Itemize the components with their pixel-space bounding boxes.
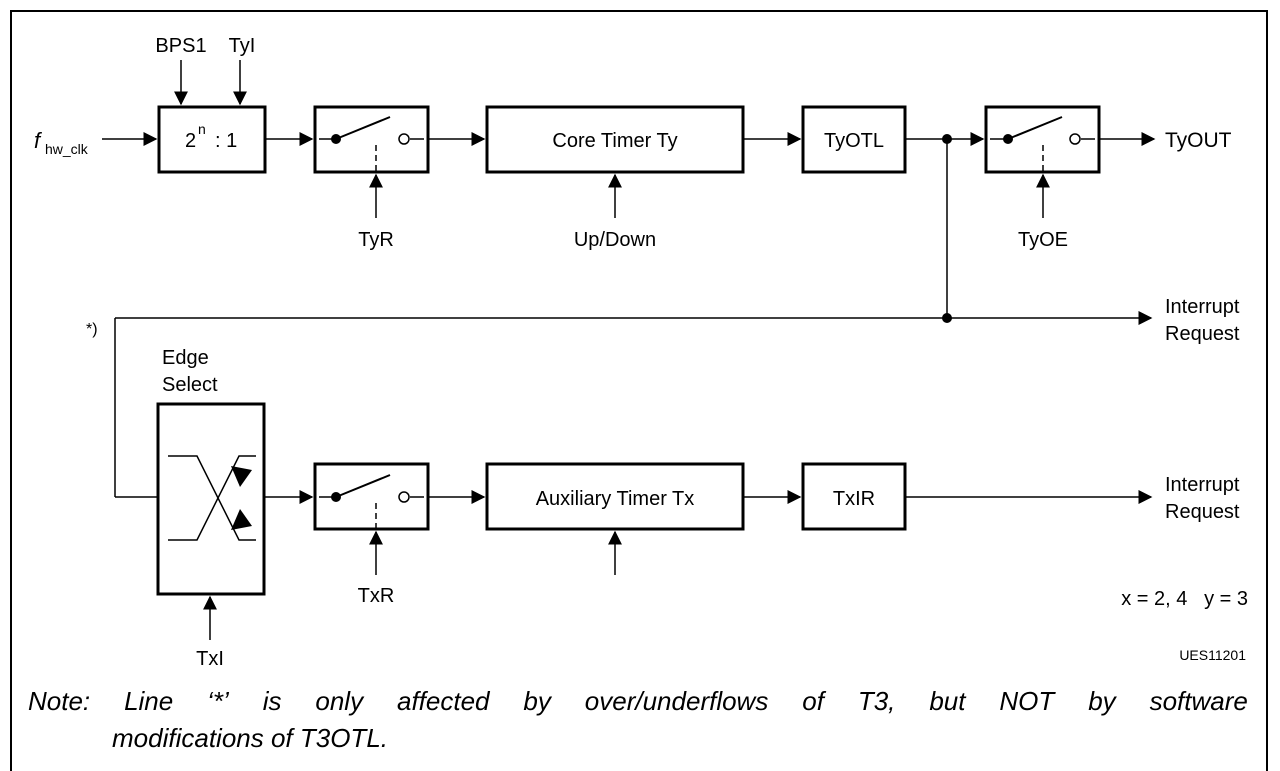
switch3-contact [398, 491, 410, 503]
txir-label: TxIR [833, 488, 875, 510]
edge-select-rising-arrow [231, 466, 252, 487]
note-line2: modifications of T3OTL. [112, 723, 388, 753]
note-word: software [1149, 686, 1248, 716]
core-timer-label: Core Timer Ty [552, 130, 677, 152]
fhw-clk-subscript: hw_clk [45, 141, 89, 157]
fhw-clk-f: f [34, 128, 43, 153]
figure-id: UES11201 [1179, 647, 1246, 663]
bps1-label: BPS1 [155, 35, 206, 57]
aux-timer-label: Auxiliary Timer Tx [536, 488, 695, 510]
edge-select-box [156, 402, 266, 596]
note-word: affected [397, 686, 490, 716]
prescaler-box [157, 105, 267, 174]
switch3-blade [335, 474, 391, 498]
note-word: by [1088, 686, 1116, 716]
junction-dot-interrupt [942, 313, 952, 323]
edge-select-label-line2: Select [162, 374, 218, 396]
note-word: ‘*’ [207, 686, 229, 716]
note-word: Note: [28, 686, 91, 716]
edge-select-falling-arrow [231, 509, 252, 530]
tyr-label: TyR [358, 229, 394, 251]
prescaler-exponent: n [198, 121, 206, 137]
switch2-contact [1069, 133, 1081, 145]
note-word: NOT [999, 686, 1055, 716]
star-marker: *) [86, 321, 98, 338]
switch-contact [398, 133, 410, 145]
interrupt-request-2-line1: Interrupt [1165, 474, 1240, 496]
tyoe-label: TyOE [1018, 229, 1068, 251]
txr-label: TxR [358, 585, 395, 607]
switch-blade [335, 116, 391, 140]
note-line1: Note: Line ‘*’ is only affected by over/underfl… [28, 683, 1248, 720]
prescaler-ratio: : 1 [215, 130, 237, 152]
updown-label: Up/Down [574, 229, 656, 251]
note-text: Note: Line ‘*’ is only affected by over/underfl… [28, 683, 1248, 757]
note-word: is [262, 686, 282, 716]
switch2-pivot [1003, 134, 1013, 144]
note-word: of [802, 686, 824, 716]
junction-dot-top [942, 134, 952, 144]
note-word: T3, [857, 686, 896, 716]
switch2-blade [1007, 116, 1063, 140]
note-word: but [929, 686, 966, 716]
note-word: only [315, 686, 364, 716]
switch3-pivot [331, 492, 341, 502]
edge-select-label-line1: Edge [162, 347, 209, 369]
switch-pivot [331, 134, 341, 144]
legend-xy: x = 2, 4 y = 3 [1121, 588, 1248, 610]
note-word: by [523, 686, 551, 716]
tyout-label: TyOUT [1165, 129, 1232, 152]
note-word: Line [124, 686, 174, 716]
interrupt-request-1-line1: Interrupt [1165, 296, 1240, 318]
prescaler-base: 2 [185, 130, 196, 152]
tyi-label: TyI [229, 35, 256, 57]
figure-frame [10, 10, 1268, 771]
interrupt-request-1-line2: Request [1165, 323, 1240, 345]
tyotl-label: TyOTL [824, 130, 884, 152]
txi-label: TxI [196, 648, 224, 670]
interrupt-request-2-line2: Request [1165, 501, 1240, 523]
edge-select-path-b [168, 455, 256, 541]
note-word: over/underflows [584, 686, 769, 716]
